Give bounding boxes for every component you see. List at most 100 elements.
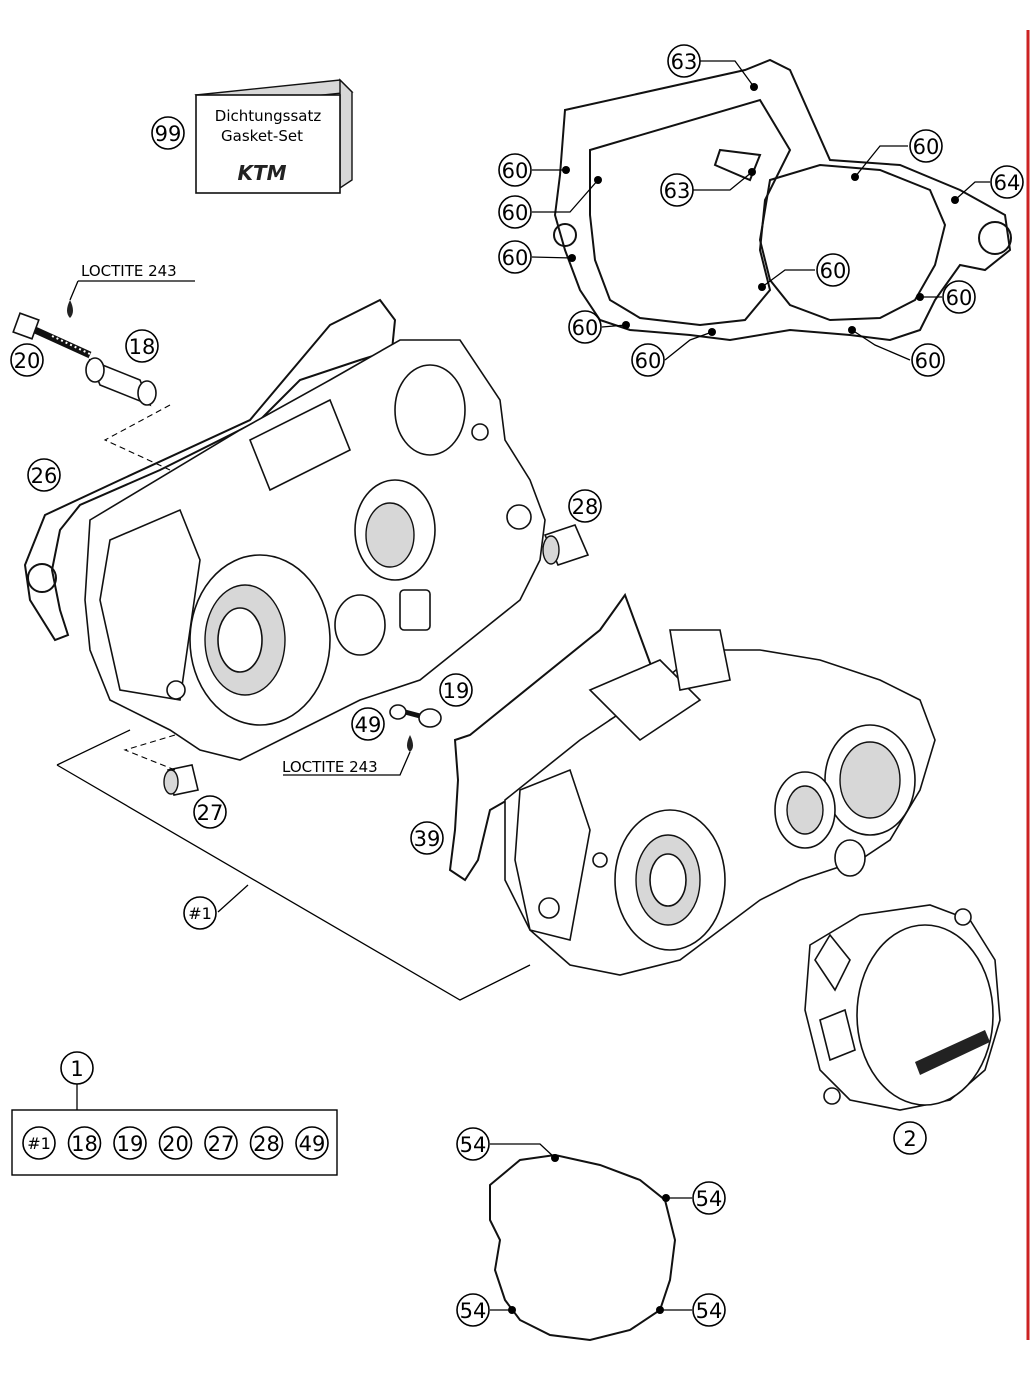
callout-28: 28 bbox=[568, 489, 602, 523]
kit-item: 19 bbox=[113, 1126, 147, 1160]
gasket-box-line1: Dichtungssatz bbox=[215, 107, 322, 125]
callout-54-a: 54 bbox=[456, 1127, 490, 1161]
kit-item-label: 20 bbox=[162, 1132, 189, 1156]
svg-text:26: 26 bbox=[31, 464, 58, 488]
kit-item: #1 bbox=[22, 1126, 56, 1160]
svg-text:#1: #1 bbox=[188, 904, 212, 923]
washer-49 bbox=[389, 704, 407, 720]
svg-text:60: 60 bbox=[635, 349, 662, 373]
svg-text:54: 54 bbox=[696, 1187, 723, 1211]
callout-99: 99 bbox=[151, 116, 185, 150]
loctite-label-bottom: LOCTITE 243 bbox=[282, 735, 413, 776]
svg-text:99: 99 bbox=[155, 122, 182, 146]
crankcase-gasket-26 bbox=[23, 298, 397, 642]
callout-39: 39 bbox=[410, 821, 444, 855]
svg-text:LOCTITE 243: LOCTITE 243 bbox=[81, 262, 177, 280]
callout-1: 1 bbox=[60, 1051, 94, 1085]
callout-hash1: #1 bbox=[183, 896, 217, 930]
stator-gasket-leaders bbox=[490, 1143, 692, 1311]
dashed-guide-bushing bbox=[123, 734, 176, 771]
callout-20: 20 bbox=[10, 343, 44, 377]
svg-text:60: 60 bbox=[502, 201, 529, 225]
svg-text:28: 28 bbox=[572, 495, 599, 519]
svg-text:1: 1 bbox=[70, 1057, 83, 1081]
bracket-leader-hash1 bbox=[217, 884, 249, 913]
callout-64: 64 bbox=[990, 165, 1024, 199]
callout-63-mid: 63 bbox=[660, 173, 694, 207]
svg-text:54: 54 bbox=[696, 1299, 723, 1323]
svg-text:2: 2 bbox=[903, 1127, 916, 1151]
callout-60-g: 60 bbox=[942, 280, 976, 314]
callout-60-b: 60 bbox=[498, 195, 532, 229]
bracket-line-a bbox=[56, 729, 131, 766]
svg-text:60: 60 bbox=[502, 159, 529, 183]
svg-text:49: 49 bbox=[355, 713, 382, 737]
gasket-box-line2: Gasket-Set bbox=[221, 127, 303, 145]
svg-text:60: 60 bbox=[502, 246, 529, 270]
bushing-28 bbox=[542, 524, 590, 566]
bushing-27 bbox=[163, 764, 199, 796]
left-crankcase-half bbox=[84, 339, 546, 761]
kit-item: 27 bbox=[204, 1126, 238, 1160]
ignition-cover bbox=[804, 904, 1001, 1111]
kit-item-label: 49 bbox=[299, 1132, 326, 1156]
callout-54-c: 54 bbox=[456, 1293, 490, 1327]
ignition-cover-gasket bbox=[553, 58, 1012, 342]
kit-item: 49 bbox=[295, 1126, 329, 1160]
stator-cover-gasket bbox=[489, 1153, 677, 1342]
kit-item: 20 bbox=[158, 1126, 193, 1160]
kit-items-row: #1 18 19 20 27 28 49 bbox=[22, 1126, 329, 1160]
callout-54-b: 54 bbox=[692, 1181, 726, 1215]
kit-item-label: 28 bbox=[253, 1132, 280, 1156]
callout-60-c: 60 bbox=[498, 240, 532, 274]
top-gasket-leaders bbox=[531, 60, 990, 361]
loctite-drop-top bbox=[67, 300, 73, 318]
callout-63-top: 63 bbox=[667, 44, 701, 78]
bracket-line-b bbox=[56, 764, 531, 1001]
svg-text:60: 60 bbox=[820, 259, 847, 283]
svg-text:60: 60 bbox=[572, 316, 599, 340]
kit-item-label: 18 bbox=[71, 1132, 98, 1156]
svg-text:64: 64 bbox=[994, 171, 1021, 195]
svg-text:20: 20 bbox=[14, 349, 41, 373]
svg-text:LOCTITE 243: LOCTITE 243 bbox=[282, 758, 378, 776]
svg-text:60: 60 bbox=[915, 349, 942, 373]
loctite-label-top: LOCTITE 243 bbox=[67, 262, 195, 318]
svg-text:19: 19 bbox=[443, 679, 470, 703]
callout-60-i: 60 bbox=[909, 129, 943, 163]
svg-text:63: 63 bbox=[671, 50, 698, 74]
dashed-guide-sleeve bbox=[103, 404, 171, 471]
svg-text:54: 54 bbox=[460, 1299, 487, 1323]
kit-item-label: 19 bbox=[117, 1132, 144, 1156]
kit-item: 28 bbox=[249, 1126, 284, 1160]
callout-60-d: 60 bbox=[568, 310, 602, 344]
callout-2: 2 bbox=[893, 1121, 927, 1155]
callout-19: 19 bbox=[439, 673, 473, 707]
svg-text:27: 27 bbox=[197, 801, 224, 825]
callout-60-h: 60 bbox=[816, 253, 850, 287]
sleeve-18 bbox=[85, 357, 157, 407]
gasket-set-box: Dichtungssatz Gasket-Set KTM bbox=[194, 78, 354, 194]
svg-text:60: 60 bbox=[946, 286, 973, 310]
callout-60-a: 60 bbox=[498, 153, 532, 187]
screw-19 bbox=[404, 708, 442, 728]
svg-text:54: 54 bbox=[460, 1133, 487, 1157]
right-crankcase-half bbox=[504, 629, 936, 976]
bolt-20 bbox=[12, 312, 92, 359]
svg-text:63: 63 bbox=[664, 179, 691, 203]
callout-18: 18 bbox=[125, 329, 159, 363]
callout-60-e: 60 bbox=[631, 343, 665, 377]
callout-26: 26 bbox=[27, 458, 61, 492]
kit-item-label: 27 bbox=[208, 1132, 235, 1156]
callout-60-f: 60 bbox=[911, 343, 945, 377]
callout-54-d: 54 bbox=[692, 1293, 726, 1327]
callout-27: 27 bbox=[193, 795, 227, 829]
kit-item-label: #1 bbox=[27, 1134, 51, 1153]
svg-text:39: 39 bbox=[414, 827, 441, 851]
svg-text:60: 60 bbox=[913, 135, 940, 159]
callout-49: 49 bbox=[351, 707, 385, 741]
kit-item: 18 bbox=[67, 1126, 102, 1160]
svg-text:18: 18 bbox=[129, 335, 156, 359]
ktm-logo: KTM bbox=[237, 161, 286, 185]
